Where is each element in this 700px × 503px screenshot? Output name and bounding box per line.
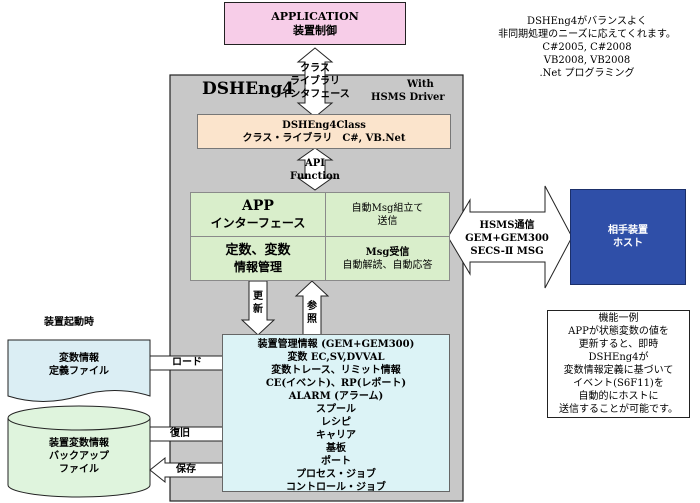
application-box: APPLICATION 装置制御 bbox=[224, 2, 406, 45]
var-def-file-label: 変数情報 定義ファイル bbox=[49, 353, 109, 377]
engine-with-label: With bbox=[407, 79, 434, 90]
update-label: 更 新 bbox=[253, 291, 263, 315]
msg-assemble-box: 自動Msg組立て 送信 bbox=[325, 192, 450, 237]
engine-driver-label: HSMS Driver bbox=[371, 92, 445, 103]
reference-label: 参 照 bbox=[307, 301, 317, 325]
info-text: DSHEng4がバランスよく 非同期処理のニーズに応えてくれます。 C#2005… bbox=[498, 15, 676, 79]
startup-label: 装置起動時 bbox=[44, 317, 94, 328]
class-box-subtitle: クラス・ライブラリ C#, VB.Net bbox=[242, 132, 406, 144]
host-box: 相手装置 ホスト bbox=[570, 189, 686, 285]
variables-box: 定数、変数 情報管理 bbox=[190, 236, 326, 281]
engine-title: DSHEng4 bbox=[202, 79, 295, 99]
class-box: DSHEng4Class クラス・ライブラリ C#, VB.Net bbox=[197, 114, 451, 149]
load-label: ロード bbox=[172, 357, 202, 368]
save-label: 保存 bbox=[176, 464, 196, 475]
variables-subtitle: 情報管理 bbox=[233, 259, 282, 274]
reference-arrow bbox=[294, 280, 330, 336]
restore-label: 復旧 bbox=[170, 428, 190, 439]
application-title: APPLICATION bbox=[271, 9, 359, 23]
backup-file-label: 装置変数情報 バックアップ ファイル bbox=[49, 437, 109, 475]
hsms-label: HSMS通信 GEM+GEM300 SECS-Ⅱ MSG bbox=[465, 219, 549, 257]
app-interface-subtitle: インターフェース bbox=[210, 216, 306, 230]
update-arrow bbox=[240, 280, 276, 336]
application-subtitle: 装置制御 bbox=[293, 23, 337, 37]
variables-title: 定数、変数 bbox=[225, 242, 291, 258]
class-box-title: DSHEng4Class bbox=[282, 119, 366, 131]
msg-receive-box: Msg受信 自動解読、自動応答 bbox=[325, 236, 450, 281]
app-interface-title: APP bbox=[242, 198, 274, 214]
app-interface-box: APP インターフェース bbox=[190, 192, 326, 237]
api-arrow bbox=[296, 147, 334, 191]
class-interface-label: クラス ライブラリ インタフェース bbox=[280, 62, 350, 100]
function-example-box: 機能一例 APPが状態変数の値を 更新すると、即時 DSHEng4が 変数情報定… bbox=[547, 310, 690, 418]
mgmt-box: 装置管理情報 (GEM+GEM300) 変数 EC,SV,DVVAL 変数トレー… bbox=[222, 334, 450, 493]
api-label: API Function bbox=[290, 158, 340, 182]
backup-cylinder bbox=[7, 405, 151, 498]
var-def-file-shape bbox=[7, 339, 151, 402]
